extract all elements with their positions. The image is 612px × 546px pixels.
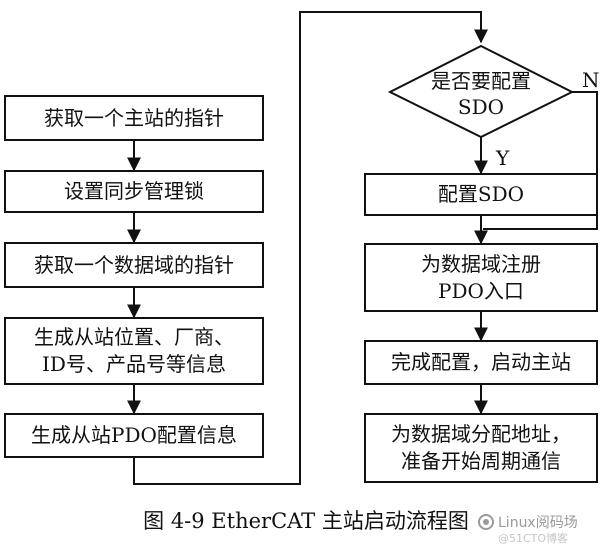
decision-text-line-1: 是否要配置 [431,69,531,93]
watermark-text: Linux阅码场 [498,515,578,531]
step-text-line-1: 生成从站位置、厂商、 [34,325,234,349]
step-text: 设置同步管理锁 [64,179,204,203]
step-generate-slave-info: 生成从站位置、厂商、 ID号、产品号等信息 [4,317,264,385]
step-text: 获取一个主站的指针 [44,105,224,130]
step-allocate-domain-address: 为数据域分配地址， 准备开始周期通信 [364,413,598,483]
step-finish-and-start-master: 完成配置，启动主站 [364,340,598,385]
watermark: Linux阅码场 [478,512,578,532]
decision-diamond [387,44,575,139]
link-left-to-decision [133,11,488,485]
watermark-sub: @51CTO博客 [498,532,569,545]
step-text: 配置SDO [437,182,525,206]
step-configure-sdo: 配置SDO [364,173,598,216]
step-text: 完成配置，启动主站 [391,350,571,374]
step-get-domain-pointer: 获取一个数据域的指针 [4,242,264,288]
wechat-icon [478,514,494,530]
step-set-sync-lock: 设置同步管理锁 [4,170,264,213]
step-text-line-1: 为数据域注册 [421,251,541,276]
step-text-line-2: ID号、产品号等信息 [42,352,226,376]
step-get-master-pointer: 获取一个主站的指针 [4,95,264,141]
decision-text-line-2: SDO [457,95,505,119]
label-yes: Y [496,146,510,170]
step-register-pdo-entry: 为数据域注册 PDO入口 [364,243,598,312]
step-text-line-2: 准备开始周期通信 [401,449,561,473]
decision-text: 是否要配置 SDO [400,68,562,120]
step-text-line-1: 为数据域分配地址， [391,422,571,446]
step-text: 生成从站PDO配置信息 [31,423,237,447]
step-text: 获取一个数据域的指针 [34,252,234,277]
step-generate-pdo-config: 生成从站PDO配置信息 [4,413,264,458]
label-no: N [582,68,600,92]
step-text-line-2: PDO入口 [438,278,524,303]
arrow-decision-no [483,91,598,230]
figure-caption: 图 4-9 EtherCAT 主站启动流程图 [143,509,469,533]
